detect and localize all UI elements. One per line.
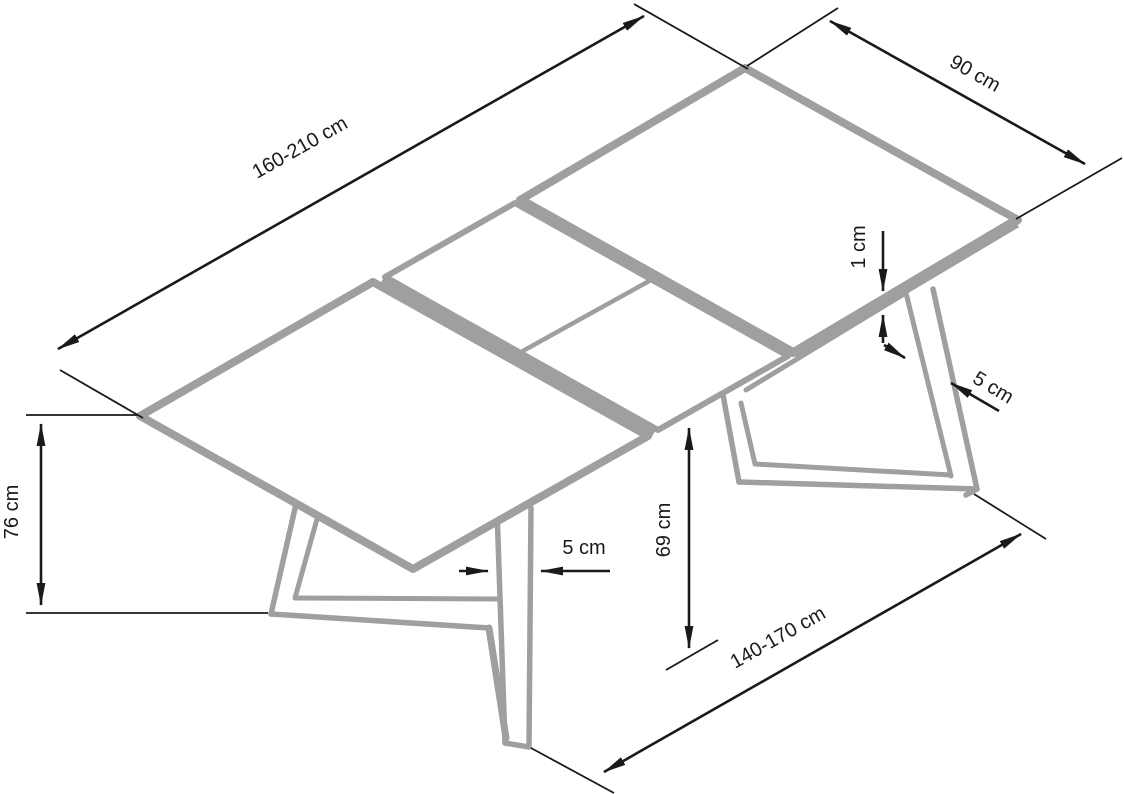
dimension-label-table-height: 76 cm <box>1 485 23 539</box>
tabletop <box>136 64 1022 573</box>
dimension-label-leg-profile-right: 5 cm <box>969 367 1017 408</box>
extension-lines <box>26 3 1123 794</box>
dimension-table-height: 76 cm <box>1 423 46 606</box>
dimension-label-leg-profile-left: 5 cm <box>562 537 605 559</box>
dimension-top-thickness: 1 cm <box>848 225 888 343</box>
dimension-base-span-length: 140-170 cm <box>603 532 1022 774</box>
dimension-label-table-length: 160-210 cm <box>249 112 352 183</box>
front-edge-right-panel <box>790 216 1020 360</box>
table-leg-left <box>268 501 534 750</box>
dimension-label-base-span-length: 140-170 cm <box>727 602 830 673</box>
dimension-label-top-thickness: 1 cm <box>848 225 870 268</box>
dimension-leg-profile-left: 5 cm <box>459 537 610 576</box>
dimension-label-under-table-clearance: 69 cm <box>653 503 675 557</box>
dimension-under-table-clearance: 69 cm <box>653 427 694 649</box>
